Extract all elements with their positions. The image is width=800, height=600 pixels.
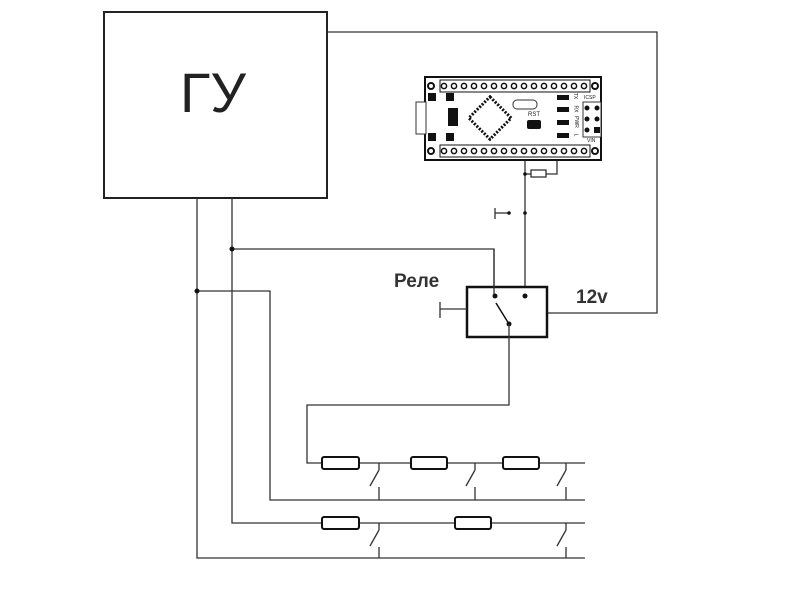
header-pin (480, 82, 488, 90)
header-pin (470, 82, 478, 90)
header-pin (510, 82, 518, 90)
header-pin (470, 147, 478, 155)
header-pin (540, 82, 548, 90)
header-pin (560, 82, 568, 90)
header-pin (450, 147, 458, 155)
l-label: L (572, 133, 579, 137)
head-unit-label: ГУ (180, 61, 246, 124)
header-pin (520, 82, 528, 90)
load-resistor (410, 456, 448, 470)
header-pin (480, 147, 488, 155)
junction (523, 211, 527, 215)
load-resistor (321, 456, 360, 470)
rst-label: RST (528, 112, 540, 118)
header-pin (460, 82, 468, 90)
wire-12v (327, 31, 658, 314)
header-pin (440, 147, 448, 155)
microcontroller-chip (466, 94, 514, 142)
vin-label: VIN (587, 138, 596, 144)
head-unit-box (103, 11, 328, 199)
push-switch (556, 523, 567, 558)
junction (194, 288, 200, 294)
header-pin (570, 147, 578, 155)
header-pin (490, 147, 498, 155)
relay-contact (522, 293, 528, 299)
icsp-label: ICSP (584, 95, 596, 101)
header-pin (580, 147, 588, 155)
header-pin (460, 147, 468, 155)
header-pin (530, 82, 538, 90)
header-pin (490, 82, 498, 90)
reset-button (527, 120, 541, 129)
wire-c (232, 248, 495, 296)
rx-label: RX (572, 105, 579, 113)
junction (507, 211, 511, 215)
header-pin (560, 147, 568, 155)
pullup-resistor (530, 169, 547, 178)
wire-d (197, 290, 585, 501)
usb-connector (415, 101, 427, 135)
header-pin (550, 147, 558, 155)
relay-switch-arm (495, 302, 510, 325)
wire-a (196, 198, 585, 559)
push-switch (369, 463, 380, 500)
pwr-label: PWR (572, 116, 579, 128)
push-switch (556, 463, 567, 500)
arduino-nano-board (415, 76, 602, 161)
load-resistor (454, 516, 492, 530)
push-switch (369, 523, 380, 558)
header-pin (510, 147, 518, 155)
relay-label: Реле (394, 271, 440, 292)
load-resistor (321, 516, 360, 530)
junction (229, 246, 235, 252)
header-pin (500, 147, 508, 155)
header-pin (530, 147, 538, 155)
header-pin (500, 82, 508, 90)
wire-relay-out (306, 324, 510, 464)
header-pin (540, 147, 548, 155)
junction (523, 172, 527, 176)
push-switch (465, 463, 476, 500)
header-pin (570, 82, 578, 90)
tx-label: TX (572, 92, 579, 100)
header-pin (520, 147, 528, 155)
wire-b (231, 198, 322, 524)
header-pin (550, 82, 558, 90)
header-pin (450, 82, 458, 90)
relay-box (465, 285, 549, 339)
power-label: 12v (576, 287, 608, 308)
header-pin (580, 82, 588, 90)
relay-contact (492, 293, 498, 299)
load-resistor (502, 456, 540, 470)
header-pin (440, 82, 448, 90)
